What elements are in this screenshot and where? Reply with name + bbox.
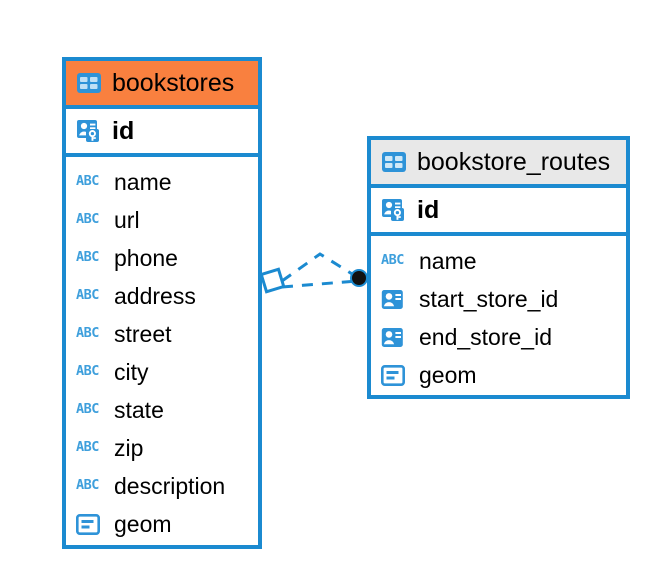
field-label: url — [114, 206, 140, 233]
field-list-bookstore-routes: ABC name start_store_id — [371, 236, 626, 402]
abc-icon: ABC — [76, 477, 99, 494]
diamond-marker — [259, 267, 286, 294]
field-row-zip[interactable]: ABC zip — [66, 429, 258, 467]
field-label: address — [114, 282, 196, 309]
field-row-name[interactable]: ABC name — [66, 163, 258, 201]
field-row-primary-key[interactable]: id — [66, 109, 258, 157]
abc-icon: ABC — [76, 439, 99, 456]
field-row-state[interactable]: ABC state — [66, 391, 258, 429]
entity-title: bookstores — [112, 68, 235, 97]
field-label: id — [417, 195, 440, 224]
field-row-primary-key[interactable]: id — [371, 188, 626, 236]
abc-icon: ABC — [76, 287, 99, 304]
field-label: city — [114, 358, 149, 385]
field-label: name — [114, 168, 172, 195]
abc-icon: ABC — [76, 401, 99, 418]
entity-title: bookstore_routes — [417, 147, 611, 176]
field-label: state — [114, 396, 164, 423]
field-row-name[interactable]: ABC name — [371, 242, 626, 280]
entity-bookstore-routes[interactable]: bookstore_routes id ABC — [367, 136, 630, 399]
field-row-geom[interactable]: geom — [371, 356, 626, 394]
entity-bookstores[interactable]: bookstores id ABC — [62, 57, 262, 549]
field-label: end_store_id — [419, 323, 552, 350]
abc-icon: ABC — [76, 173, 99, 190]
primary-key-icon — [381, 198, 407, 222]
field-row-phone[interactable]: ABC phone — [66, 239, 258, 277]
entity-header-bookstore-routes: bookstore_routes — [371, 140, 626, 188]
field-label: name — [419, 247, 477, 274]
field-label: street — [114, 320, 172, 347]
field-label: start_store_id — [419, 285, 559, 312]
field-label: description — [114, 472, 226, 499]
field-label: id — [112, 116, 135, 145]
field-list-bookstores: ABC name ABC url ABC phone ABC address A… — [66, 157, 258, 551]
filled-circle-marker — [350, 269, 368, 287]
field-row-description[interactable]: ABC description — [66, 467, 258, 505]
field-label: geom — [419, 361, 477, 388]
field-row-geom[interactable]: geom — [66, 505, 258, 543]
abc-icon: ABC — [76, 325, 99, 342]
foreign-key-icon — [381, 327, 411, 348]
entity-header-bookstores: bookstores — [66, 61, 258, 109]
geometry-icon — [381, 364, 411, 386]
field-row-street[interactable]: ABC street — [66, 315, 258, 353]
field-label: geom — [114, 510, 172, 537]
field-row-city[interactable]: ABC city — [66, 353, 258, 391]
foreign-key-icon — [381, 289, 411, 310]
field-row-address[interactable]: ABC address — [66, 277, 258, 315]
relationship-link-lower — [281, 279, 358, 289]
table-icon — [381, 151, 407, 173]
abc-icon: ABC — [76, 249, 99, 266]
geometry-icon — [76, 513, 106, 535]
abc-icon: ABC — [76, 363, 99, 380]
abc-icon: ABC — [381, 252, 404, 269]
table-icon — [76, 72, 102, 94]
primary-key-icon — [76, 119, 102, 143]
relationship-link-upper — [281, 252, 358, 283]
abc-icon: ABC — [76, 211, 99, 228]
field-row-start-store-id[interactable]: start_store_id — [371, 280, 626, 318]
field-row-url[interactable]: ABC url — [66, 201, 258, 239]
field-label: zip — [114, 434, 144, 461]
field-label: phone — [114, 244, 178, 271]
field-row-end-store-id[interactable]: end_store_id — [371, 318, 626, 356]
